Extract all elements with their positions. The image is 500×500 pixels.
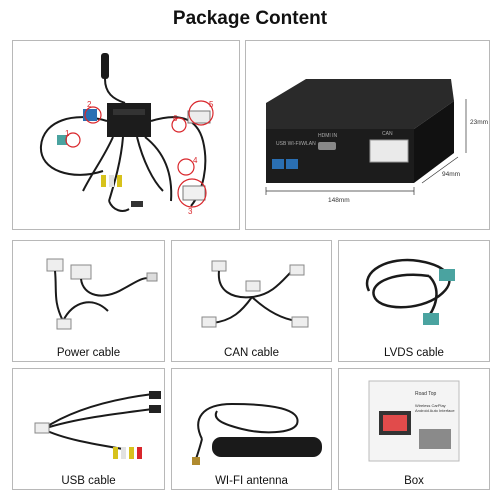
wifi-antenna-icon: [192, 402, 322, 465]
item-caption: USB cable: [61, 475, 116, 487]
dimension-height: 23mm: [470, 119, 489, 126]
device-panel: USB WI-FI/WLAN HDMI IN CAN 148mm 94mm 23…: [245, 40, 490, 230]
device-label-can: CAN: [382, 131, 393, 137]
dimension-width: 94mm: [442, 171, 461, 178]
harness-overview-illustration: 1 2 3 4 5 6: [39, 53, 214, 216]
item-card-wifi-antenna: WI-FI antenna: [171, 368, 332, 490]
usb-cable-icon: [34, 391, 161, 459]
item-card-can-cable: CAN cable: [171, 240, 332, 362]
callout-number: 3: [188, 207, 193, 216]
item-caption: Box: [404, 475, 424, 487]
item-card-power-cable: Power cable: [12, 240, 165, 362]
item-caption: LVDS cable: [384, 347, 444, 359]
item-card-box: Road Top Wireless CarPlay Android Auto I…: [338, 368, 490, 490]
dimension-length: 148mm: [328, 197, 350, 204]
box-subtitle: Wireless CarPlay Android Auto Interface: [415, 403, 455, 413]
device-label-usb-wifi: USB WI-FI/WLAN: [276, 141, 316, 147]
box-brand: Road Top: [415, 391, 437, 397]
callout-number: 4: [193, 156, 198, 165]
box-icon: [368, 380, 460, 462]
item-caption: CAN cable: [224, 347, 279, 359]
item-card-usb-cable: USB cable: [12, 368, 165, 490]
callout-number: 1: [65, 129, 70, 138]
callout-number: 5: [209, 100, 214, 109]
item-caption: WI-FI antenna: [215, 475, 288, 487]
callout-number: 2: [87, 100, 92, 109]
can-cable-icon: [201, 260, 309, 328]
harness-overview-panel: 1 2 3 4 5 6: [12, 40, 240, 230]
item-card-lvds-cable: LVDS cable: [338, 240, 490, 362]
power-cable-icon: [46, 258, 158, 330]
page-title: Package Content: [172, 8, 328, 29]
device-illustration: [265, 79, 467, 195]
lvds-cable-icon: [365, 258, 455, 325]
item-caption: Power cable: [56, 347, 121, 359]
device-label-hdmi: HDMI IN: [318, 133, 338, 139]
callout-number: 6: [173, 114, 178, 123]
